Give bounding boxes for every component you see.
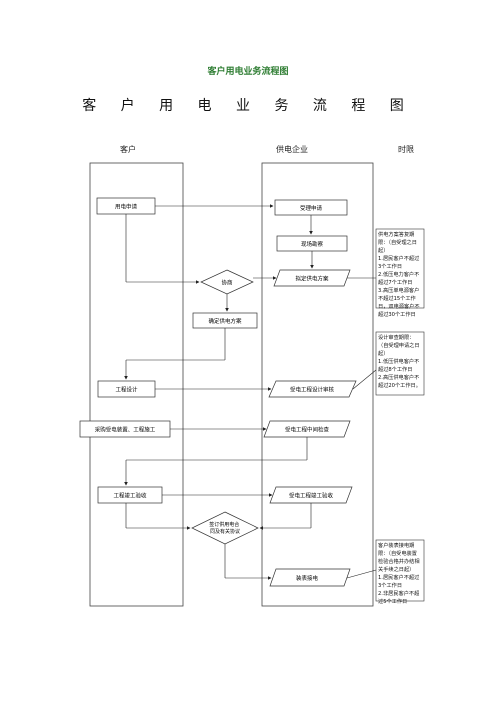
lane-label-deadline: 时限 (398, 145, 414, 154)
node-survey-label: 现场勘察 (301, 240, 324, 248)
note-box-3 (375, 539, 425, 602)
utility-lane (261, 162, 374, 607)
node-propose (273, 269, 351, 287)
deadline-note-proposal: 供电方案答复期限：（自受理之日起） 1.居民客户不超过3个工作日 2.低压电力客… (378, 232, 420, 318)
node-contract (191, 511, 259, 545)
node-connect-label: 装表接电 (296, 574, 319, 582)
node-contract-label: 签订供用电合 同及有关协议 (209, 521, 241, 535)
document-title: 客户用电业务流程图 (207, 67, 289, 77)
node-review (268, 380, 357, 398)
lane-label-customer: 客户 (120, 145, 136, 154)
node-finalcheck-label: 受电工程竣工验收 (289, 492, 334, 500)
node-confirm-label: 确定供电方案 (208, 317, 242, 325)
node-apply-label: 用电申请 (115, 203, 138, 211)
lane-label-utility: 供电企业 (276, 145, 308, 154)
node-midcheck (263, 420, 351, 438)
node-complete-label: 工程竣工验收 (113, 492, 147, 500)
flowchart-title: 客 户 用 电 业 务 流 程 图 (82, 98, 414, 114)
node-review-label: 受电工程设计审核 (290, 386, 335, 394)
node-finalcheck (269, 486, 353, 504)
node-negotiate-label: 协商 (221, 279, 233, 287)
node-accept-label: 受理申请 (300, 204, 323, 212)
customer-lane (89, 162, 184, 607)
node-build-label: 采购受电装置、工程施工 (95, 426, 156, 434)
note-box-1 (375, 228, 425, 309)
deadline-note-design-review: 设计审查期限：（自受理申请之日起） 1.低压供电客户不超过8个工作日 2.高压供… (378, 335, 421, 389)
node-design-label: 工程设计 (115, 386, 138, 394)
deadline-note-connection: 客户装表接电期限：（自受电装置检验合格并办结相关手续之日起） 1.居民客户不超过… (378, 543, 420, 605)
note-box-2 (375, 331, 425, 396)
node-propose-label: 拟定供电方案 (295, 275, 329, 283)
node-midcheck-label: 受电工程中间检查 (285, 426, 330, 434)
node-connect (269, 568, 351, 587)
